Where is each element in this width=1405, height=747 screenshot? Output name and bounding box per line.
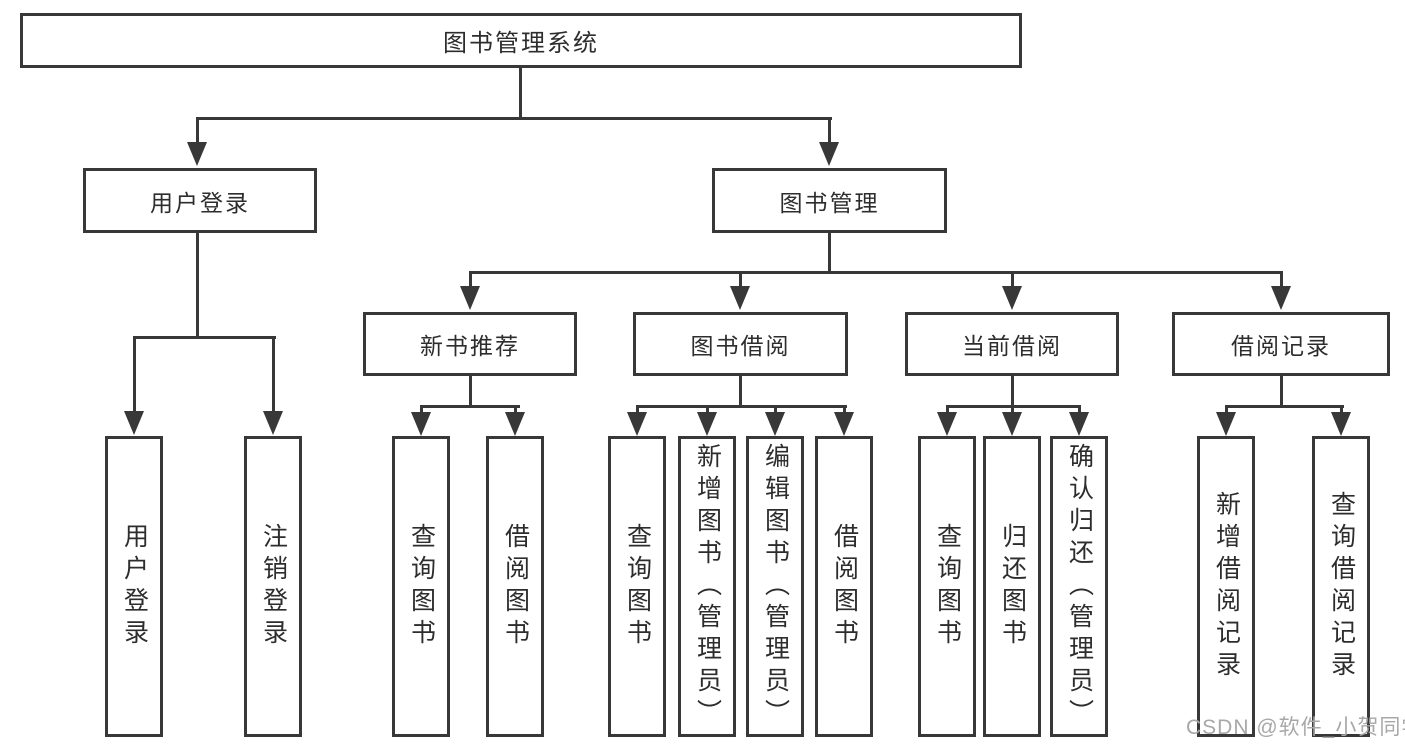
leaf-nb-borrow-books: 借阅图书 <box>486 436 544 737</box>
leaf-br-query-record: 查询借阅记录 <box>1312 436 1370 737</box>
node-label: 图书借阅 <box>690 333 791 359</box>
leaf-bb-edit-books-admin: 编辑图书（管理员） <box>746 436 804 737</box>
connector-current-borrow-drop <box>1010 375 1014 408</box>
connector-new-books-bus <box>419 405 520 408</box>
node-label: 当前借阅 <box>962 333 1062 359</box>
node-library-management-system: 图书管理系统 <box>20 13 1022 68</box>
leaf-bb-add-books-admin: 新增图书（管理员） <box>678 436 736 737</box>
arrow-to-cb-return <box>1010 406 1014 412</box>
node-current-borrowing: 当前借阅 <box>905 312 1119 376</box>
connector-user-login-bus <box>132 336 276 339</box>
node-label: 新书推荐 <box>420 333 520 359</box>
connector-root-bus <box>195 117 832 120</box>
arrow-to-cb-query <box>945 406 949 412</box>
leaf-cb-return-books: 归还图书 <box>983 436 1041 737</box>
arrow-to-nb-query <box>419 406 423 412</box>
node-label: 图书管理 <box>779 189 880 216</box>
arrow-to-bb-borrow <box>842 406 846 412</box>
arrow-to-bb-query <box>635 406 639 412</box>
node-label: 用户登录 <box>150 189 250 216</box>
node-book-management: 图书管理 <box>712 168 947 233</box>
leaf-label: 归还图书 <box>998 522 1027 651</box>
arrow-to-logout <box>271 337 275 411</box>
leaf-nb-query-books: 查询图书 <box>392 436 450 737</box>
arrow-to-book-borrow <box>738 272 742 286</box>
leaf-label: 新增图书（管理员） <box>693 442 722 731</box>
arrow-to-user-login <box>195 118 199 142</box>
arrow-to-cb-confirm <box>1077 406 1081 412</box>
arrow-to-br-add <box>1224 406 1228 412</box>
leaf-br-add-record: 新增借阅记录 <box>1197 436 1255 737</box>
arrow-to-book-mgmt <box>827 118 831 142</box>
leaf-label: 借阅图书 <box>501 522 530 651</box>
connector-borrow-records-bus <box>1224 405 1344 408</box>
leaf-label: 查询图书 <box>623 522 652 651</box>
node-user-login: 用户登录 <box>83 168 317 233</box>
connector-book-borrow-bus <box>635 405 847 408</box>
leaf-label: 查询图书 <box>933 522 962 651</box>
connector-book-borrow-drop <box>738 375 742 408</box>
leaf-user-login: 用户登录 <box>105 436 163 737</box>
arrow-to-br-query <box>1339 406 1343 412</box>
leaf-label: 编辑图书（管理员） <box>761 442 790 731</box>
node-label: 借阅记录 <box>1231 333 1331 359</box>
leaf-label: 查询借阅记录 <box>1327 490 1356 683</box>
arrow-to-new-books <box>468 272 472 286</box>
csdn-watermark: CSDN @软件_小贺同学 <box>1186 716 1405 739</box>
leaf-cb-confirm-return-admin: 确认归还（管理员） <box>1050 436 1108 737</box>
node-new-book-recommend: 新书推荐 <box>363 312 577 376</box>
leaf-cb-query-books: 查询图书 <box>918 436 976 737</box>
connector-root-drop <box>518 67 522 119</box>
arrow-to-current-borrow <box>1010 272 1014 286</box>
arrow-to-borrow-records <box>1279 272 1283 286</box>
arrow-to-nb-borrow <box>513 406 517 412</box>
leaf-label: 确认归还（管理员） <box>1065 442 1094 731</box>
connector-book-mgmt-bus <box>468 271 1283 274</box>
leaf-logout: 注销登录 <box>244 436 302 737</box>
connector-borrow-records-drop <box>1279 375 1283 408</box>
connector-new-books-drop <box>468 375 472 408</box>
leaf-bb-borrow-books: 借阅图书 <box>815 436 873 737</box>
node-book-borrowing: 图书借阅 <box>633 312 848 376</box>
arrow-to-bb-edit <box>773 406 777 412</box>
leaf-bb-query-books: 查询图书 <box>608 436 666 737</box>
leaf-label: 借阅图书 <box>830 522 859 651</box>
connector-user-login-drop <box>195 232 199 339</box>
leaf-label: 查询图书 <box>407 522 436 651</box>
arrow-to-bb-add <box>705 406 709 412</box>
node-borrowing-records: 借阅记录 <box>1172 312 1390 376</box>
connector-book-mgmt-drop <box>827 232 831 274</box>
node-label: 图书管理系统 <box>443 30 599 57</box>
leaf-label: 新增借阅记录 <box>1212 490 1241 683</box>
arrow-to-login <box>132 337 136 411</box>
leaf-label: 注销登录 <box>259 522 288 651</box>
leaf-label: 用户登录 <box>120 522 149 651</box>
